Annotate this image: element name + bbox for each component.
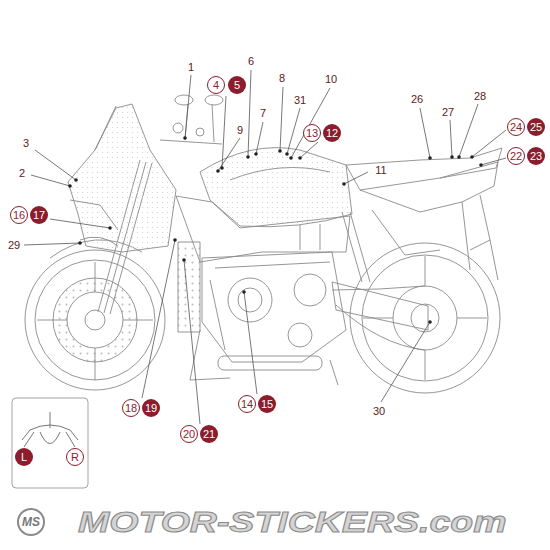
- watermark: MOTOR-STICKERS.com: [78, 507, 507, 537]
- callout-circle: 18: [122, 399, 140, 417]
- callout-number: 8: [278, 73, 286, 84]
- callout-circle: 17: [30, 206, 48, 224]
- callout-number: 30: [372, 406, 386, 417]
- callout-number: 31: [293, 95, 307, 106]
- callout-circle: 4: [207, 76, 225, 94]
- callout-circle: 19: [142, 399, 160, 417]
- callout-number: 11: [374, 165, 387, 176]
- callout-number: 20: [183, 429, 195, 440]
- callout-circle: L: [15, 448, 33, 466]
- callout-circle: 5: [228, 76, 246, 94]
- callout-number: 6: [247, 56, 255, 67]
- callout-number: 17: [33, 210, 45, 221]
- callout-circle: 13: [303, 124, 321, 142]
- callout-number: 26: [410, 94, 424, 105]
- callout-number: 19: [145, 403, 157, 414]
- callout-number: 27: [441, 107, 455, 118]
- callout-number: 23: [530, 151, 542, 162]
- callout-number: MS: [22, 516, 40, 528]
- callout-circle: 20: [180, 425, 198, 443]
- callout-number: 22: [510, 151, 522, 162]
- callout-number: 2: [18, 168, 26, 179]
- callout-circle: 15: [258, 395, 276, 413]
- callout-number: 18: [125, 403, 137, 414]
- callout-number: 14: [241, 399, 253, 410]
- callout-number: L: [21, 452, 27, 463]
- callout-number: 9: [236, 125, 244, 136]
- callout-circle: 12: [323, 124, 341, 142]
- callout-circle: 21: [200, 425, 218, 443]
- callout-number: 1: [187, 62, 195, 73]
- callout-circle: 24: [507, 118, 525, 136]
- callout-number: 21: [203, 429, 215, 440]
- callout-number: 12: [326, 128, 338, 139]
- callout-number: 7: [259, 108, 267, 119]
- callout-number: 29: [7, 240, 21, 251]
- callout-number: 15: [261, 399, 273, 410]
- callout-number: 16: [13, 210, 25, 221]
- callout-circle: R: [66, 448, 84, 466]
- callout-circle: 23: [527, 147, 545, 165]
- callout-circle: 22: [507, 147, 525, 165]
- callout-number: 28: [473, 91, 487, 102]
- callout-number: 3: [22, 138, 30, 149]
- callout-circle: 16: [10, 206, 28, 224]
- callout-number: R: [71, 452, 79, 463]
- callout-number: 24: [510, 122, 522, 133]
- callout-number: 25: [530, 122, 542, 133]
- callout-number: 4: [213, 80, 219, 91]
- logo-circle: MS: [17, 508, 45, 536]
- callout-number: 5: [234, 80, 240, 91]
- callout-number: 13: [306, 128, 318, 139]
- callout-circle: 25: [527, 118, 545, 136]
- callout-circle: 14: [238, 395, 256, 413]
- callout-number: 10: [324, 74, 338, 85]
